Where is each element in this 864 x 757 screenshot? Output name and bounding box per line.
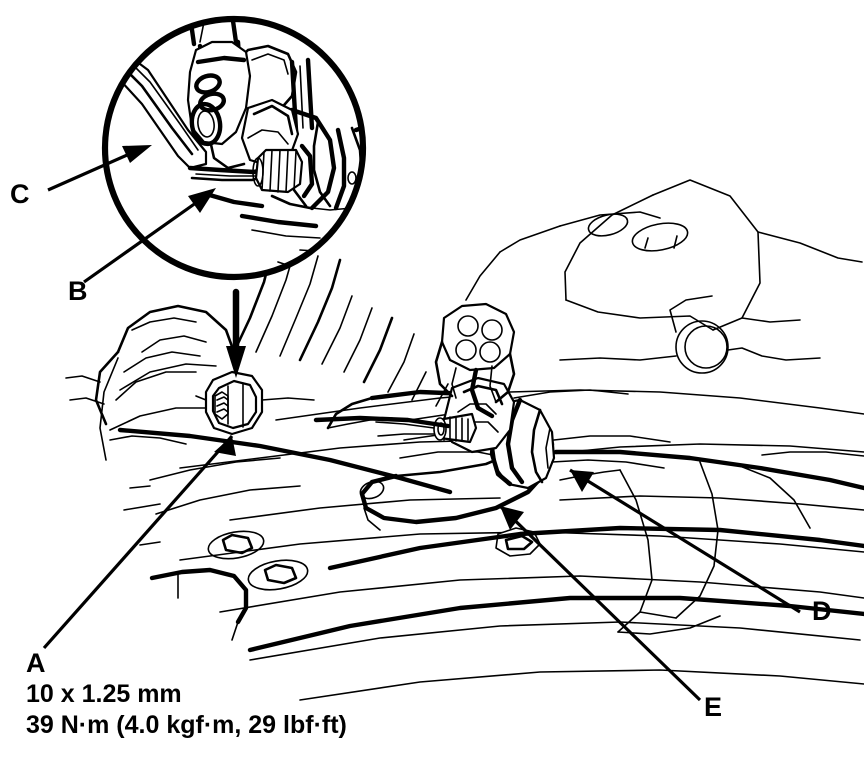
- arrowhead-c: [122, 145, 152, 163]
- steering-knuckle: [65, 248, 449, 445]
- arrowhead-e: [500, 506, 524, 530]
- detail-view-circle: [101, 15, 367, 281]
- leader-line-d: [569, 468, 801, 614]
- leader-line-b: [83, 198, 201, 284]
- arrowhead-a: [214, 436, 236, 456]
- spec-thread-size: 10 x 1.25 mm: [26, 680, 182, 708]
- detail-knuckle-and-boot: [116, 21, 361, 275]
- detail-circle-mask: [106, 20, 362, 276]
- leader-line-a: [42, 434, 234, 650]
- arrowhead-d: [570, 470, 594, 492]
- bolt-flange-top: [440, 302, 516, 372]
- flange-nut-assembly: [195, 370, 315, 436]
- leader-lines-main: [42, 288, 801, 702]
- callout-label-b: B: [68, 276, 88, 306]
- spec-torque: 39 N·m (4.0 kgf·m, 29 lbf·ft): [26, 711, 347, 739]
- callout-label-d: D: [812, 596, 832, 626]
- leader-lines-detail: [47, 145, 216, 284]
- leader-line-e: [498, 504, 702, 702]
- detail-pointer-arrowhead: [226, 346, 246, 378]
- callout-label-a: A: [26, 648, 46, 678]
- arrowhead-b: [188, 188, 216, 213]
- callout-label-e: E: [704, 692, 722, 722]
- pinch-bolt-block: [434, 302, 516, 419]
- callout-label-c: C: [10, 179, 30, 209]
- detail-threaded-stud: [252, 143, 315, 199]
- detail-circle-rim: [101, 15, 367, 281]
- leader-line-c: [47, 150, 135, 192]
